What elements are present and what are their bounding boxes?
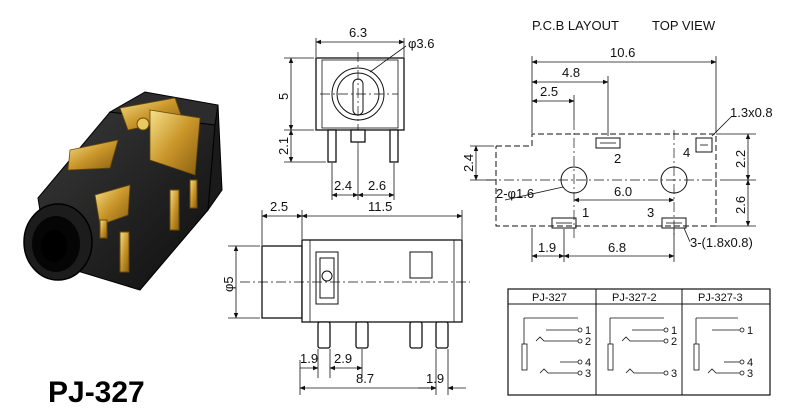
schem2-pin-2: 2 bbox=[671, 336, 677, 348]
schematic-col-pj-327-2: PJ-327-2 bbox=[612, 292, 657, 304]
dim-pin-8-7: 8.7 bbox=[356, 371, 374, 386]
pcb-outline bbox=[486, 120, 730, 238]
schem3-pin-3: 3 bbox=[747, 368, 753, 380]
schematic-pj-327-3 bbox=[693, 317, 745, 376]
schematic-pj-327 bbox=[521, 317, 583, 376]
schem1-pin-3: 3 bbox=[585, 368, 591, 380]
schem1-pin-4: 4 bbox=[585, 357, 591, 369]
dim-pcb-2-6: 2.6 bbox=[733, 196, 748, 214]
schem3-pin-4: 4 bbox=[747, 357, 753, 369]
dim-dia-5: φ5 bbox=[221, 276, 236, 292]
dim-6-3: 6.3 bbox=[349, 25, 367, 40]
dim-2-1: 2.1 bbox=[276, 137, 291, 155]
pad-label-4: 4 bbox=[683, 145, 690, 160]
schem3-pin-1: 1 bbox=[747, 325, 753, 337]
schem2-pin-3: 3 bbox=[671, 368, 677, 380]
dim-pcb-10-6: 10.6 bbox=[610, 45, 635, 60]
schem2-pin-1: 1 bbox=[671, 325, 677, 337]
dim-11-5: 11.5 bbox=[368, 199, 392, 214]
dim-pcb-2-2: 2.2 bbox=[733, 150, 748, 168]
dim-pcb-slot: 1.3x0.8 bbox=[730, 105, 773, 120]
dim-dia-3-6: φ3.6 bbox=[408, 36, 435, 51]
dim-pcb-6-0: 6.0 bbox=[614, 184, 632, 199]
dim-5: 5 bbox=[276, 93, 291, 100]
dim-2-4: 2.4 bbox=[334, 178, 352, 193]
dim-pcb-4-8: 4.8 bbox=[562, 65, 580, 80]
top-view-title: TOP VIEW bbox=[652, 18, 716, 33]
dim-pin-2-9: 2.9 bbox=[334, 351, 352, 366]
schem1-pin-1: 1 bbox=[585, 325, 591, 337]
pcb-layout-title: P.C.B LAYOUT bbox=[532, 18, 619, 33]
dim-pin-1-9: 1.9 bbox=[300, 351, 318, 366]
dim-pcb-2-5: 2.5 bbox=[540, 84, 558, 99]
pad-label-2: 2 bbox=[614, 151, 621, 166]
dim-pcb-6-8: 6.8 bbox=[608, 240, 626, 255]
side-view-drawing bbox=[240, 239, 470, 349]
pad-label-3: 3 bbox=[647, 205, 654, 220]
dim-pcb-2-4: 2.4 bbox=[461, 154, 476, 172]
pad-label-1: 1 bbox=[582, 205, 589, 220]
dim-side-2-5: 2.5 bbox=[270, 199, 288, 214]
dim-2-6: 2.6 bbox=[368, 178, 386, 193]
schem1-pin-2: 2 bbox=[585, 336, 591, 348]
part-number-label: PJ-327 bbox=[48, 376, 145, 409]
schematic-col-pj-327: PJ-327 bbox=[532, 292, 567, 304]
dim-pin-1-9-b: 1.9 bbox=[426, 371, 444, 386]
schematic-table bbox=[507, 288, 771, 396]
front-view-drawing bbox=[315, 52, 405, 163]
schematic-pj-327-2 bbox=[607, 317, 669, 376]
dim-pcb-1-9: 1.9 bbox=[538, 240, 556, 255]
dim-pcb-holes: 2-φ1.6 bbox=[496, 186, 534, 201]
dim-pcb-pads: 3-(1.8x0.8) bbox=[690, 235, 753, 250]
schematic-col-pj-327-3: PJ-327-3 bbox=[698, 292, 743, 304]
jack-product-photo bbox=[23, 91, 223, 291]
